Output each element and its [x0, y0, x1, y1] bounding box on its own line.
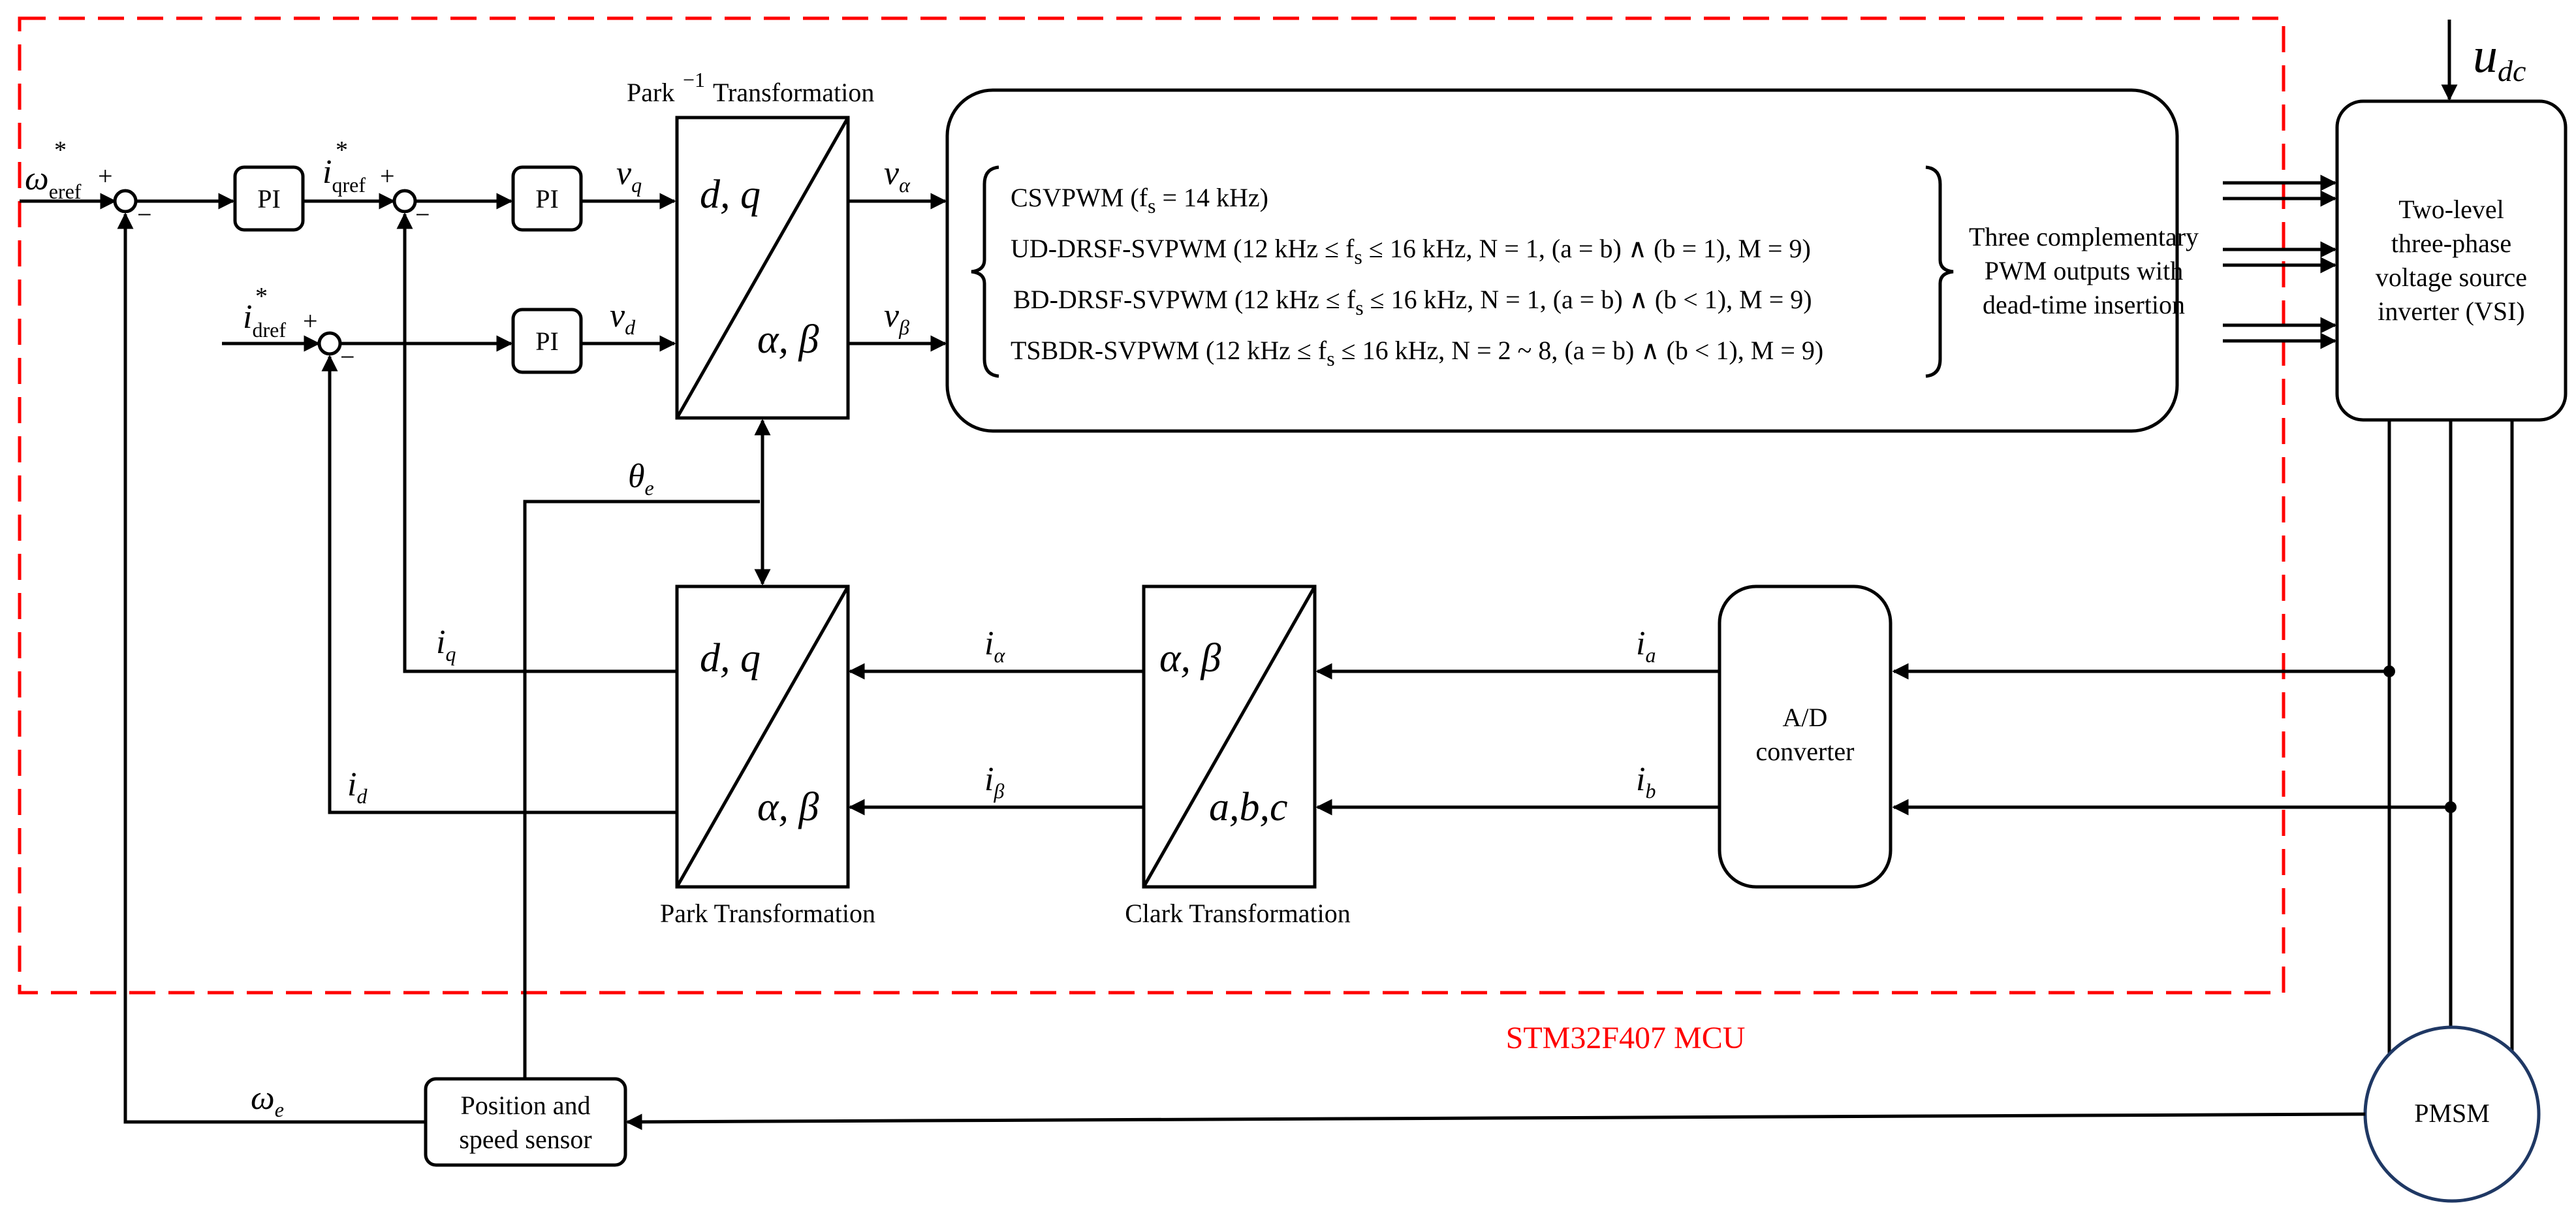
udc-label: udc	[2473, 28, 2526, 88]
clark-title: Clark Transformation	[1125, 899, 1351, 928]
omega-e-label: ωe	[251, 1080, 284, 1121]
theta-e-label: θe	[628, 458, 654, 500]
three-phase-lines	[2387, 420, 2514, 1083]
ib-label: ib	[1636, 761, 1656, 803]
inverse-park-title: Park −1 Transformation	[627, 68, 874, 107]
svg-text:+: +	[98, 161, 113, 191]
speed-minus-sign: −	[137, 200, 152, 229]
id-feedback-label: id	[347, 766, 368, 808]
pwm-signal-lines	[2223, 174, 2337, 349]
pwm-outputs-line-2: PWM outputs with	[1985, 256, 2183, 285]
vq-label: vq	[616, 155, 642, 197]
park-input-label: α, β	[757, 785, 819, 829]
svg-text:Park: Park	[627, 78, 674, 107]
svg-text:+: +	[380, 161, 395, 191]
clark-output-label: α, β	[1159, 636, 1221, 680]
adc-block	[1718, 584, 1893, 889]
inverter-block	[2335, 99, 2568, 422]
svg-text:*: *	[54, 136, 67, 164]
sensor-line-1: Position and	[461, 1091, 591, 1120]
svg-text:ωeref: ωeref	[25, 160, 82, 203]
csvpwm-line: CSVPWM (fs = 14 kHz)	[1011, 183, 1268, 217]
svg-text:*: *	[255, 283, 268, 310]
inverter-line-4: inverter (VSI)	[2378, 296, 2524, 326]
phase-b-tap	[2445, 801, 2457, 813]
iq-pi-controller	[511, 165, 583, 232]
speed-pi-label: PI	[257, 184, 281, 214]
pwm-outputs-line-1: Three complementary	[1969, 222, 2199, 251]
speed-summing-junction	[113, 189, 138, 214]
bd-drsf-svpwm-line: BD-DRSF-SVPWM (12 kHz ≤ fs ≤ 16 kHz, N =…	[1013, 285, 1812, 319]
pwm-outputs-line-3: dead-time insertion	[1983, 290, 2185, 319]
i-alpha-label: iα	[984, 625, 1005, 667]
v-alpha-label: vα	[884, 155, 911, 197]
iq-pi-label: PI	[535, 184, 559, 214]
phase-a-tap	[2383, 665, 2395, 677]
inverse-park-output-label: α, β	[757, 317, 819, 362]
svg-text:*: *	[336, 136, 348, 164]
adc-line-1: A/D	[1783, 703, 1828, 732]
iq-summing-junction	[392, 189, 417, 214]
mcu-label: STM32F407 MCU	[1506, 1021, 1746, 1055]
adc-line-2: converter	[1755, 737, 1854, 766]
mcu-boundary	[18, 16, 2285, 995]
svpwm-right-brace	[1925, 165, 1954, 378]
inverter-line-3: voltage source	[2376, 263, 2527, 292]
speed-reference-label: ωeref * +	[25, 136, 113, 203]
svg-text:−1: −1	[683, 68, 705, 91]
iq-reference-label: iqref * +	[322, 136, 395, 197]
park-output-label: d, q	[700, 636, 761, 680]
iq-minus-sign: −	[415, 200, 430, 229]
inverter-line-2: three-phase	[2391, 229, 2511, 258]
v-beta-label: vβ	[884, 297, 909, 339]
tsbdr-svpwm-line: TSBDR-SVPWM (12 kHz ≤ fs ≤ 16 kHz, N = 2…	[1011, 336, 1823, 370]
speed-pi-controller	[233, 165, 305, 232]
id-reference-label: idref * +	[243, 283, 318, 342]
ud-drsf-svpwm-line: UD-DRSF-SVPWM (12 kHz ≤ fs ≤ 16 kHz, N =…	[1011, 234, 1811, 268]
svpwm-block	[945, 88, 2179, 433]
i-beta-label: iβ	[984, 761, 1004, 803]
svpwm-left-brace	[971, 165, 999, 378]
svg-text:idref: idref	[243, 298, 286, 342]
svg-text:Transformation: Transformation	[713, 78, 874, 107]
ia-label: ia	[1636, 625, 1656, 667]
id-pi-label: PI	[535, 327, 559, 356]
pmsm-label: PMSM	[2414, 1098, 2490, 1128]
park-title: Park Transformation	[660, 899, 875, 928]
vd-label: vd	[610, 297, 636, 339]
sensor-line-2: speed sensor	[459, 1125, 591, 1154]
id-pi-controller	[511, 308, 583, 374]
inverse-park-input-label: d, q	[700, 172, 761, 217]
id-minus-sign: −	[340, 342, 355, 372]
clark-input-label: a,b,c	[1209, 785, 1288, 829]
svg-text:iqref: iqref	[322, 153, 366, 197]
inverter-line-1: Two-level	[2398, 195, 2504, 224]
id-summing-junction	[317, 331, 342, 356]
svg-text:+: +	[303, 306, 318, 336]
iq-feedback-label: iq	[436, 624, 456, 665]
